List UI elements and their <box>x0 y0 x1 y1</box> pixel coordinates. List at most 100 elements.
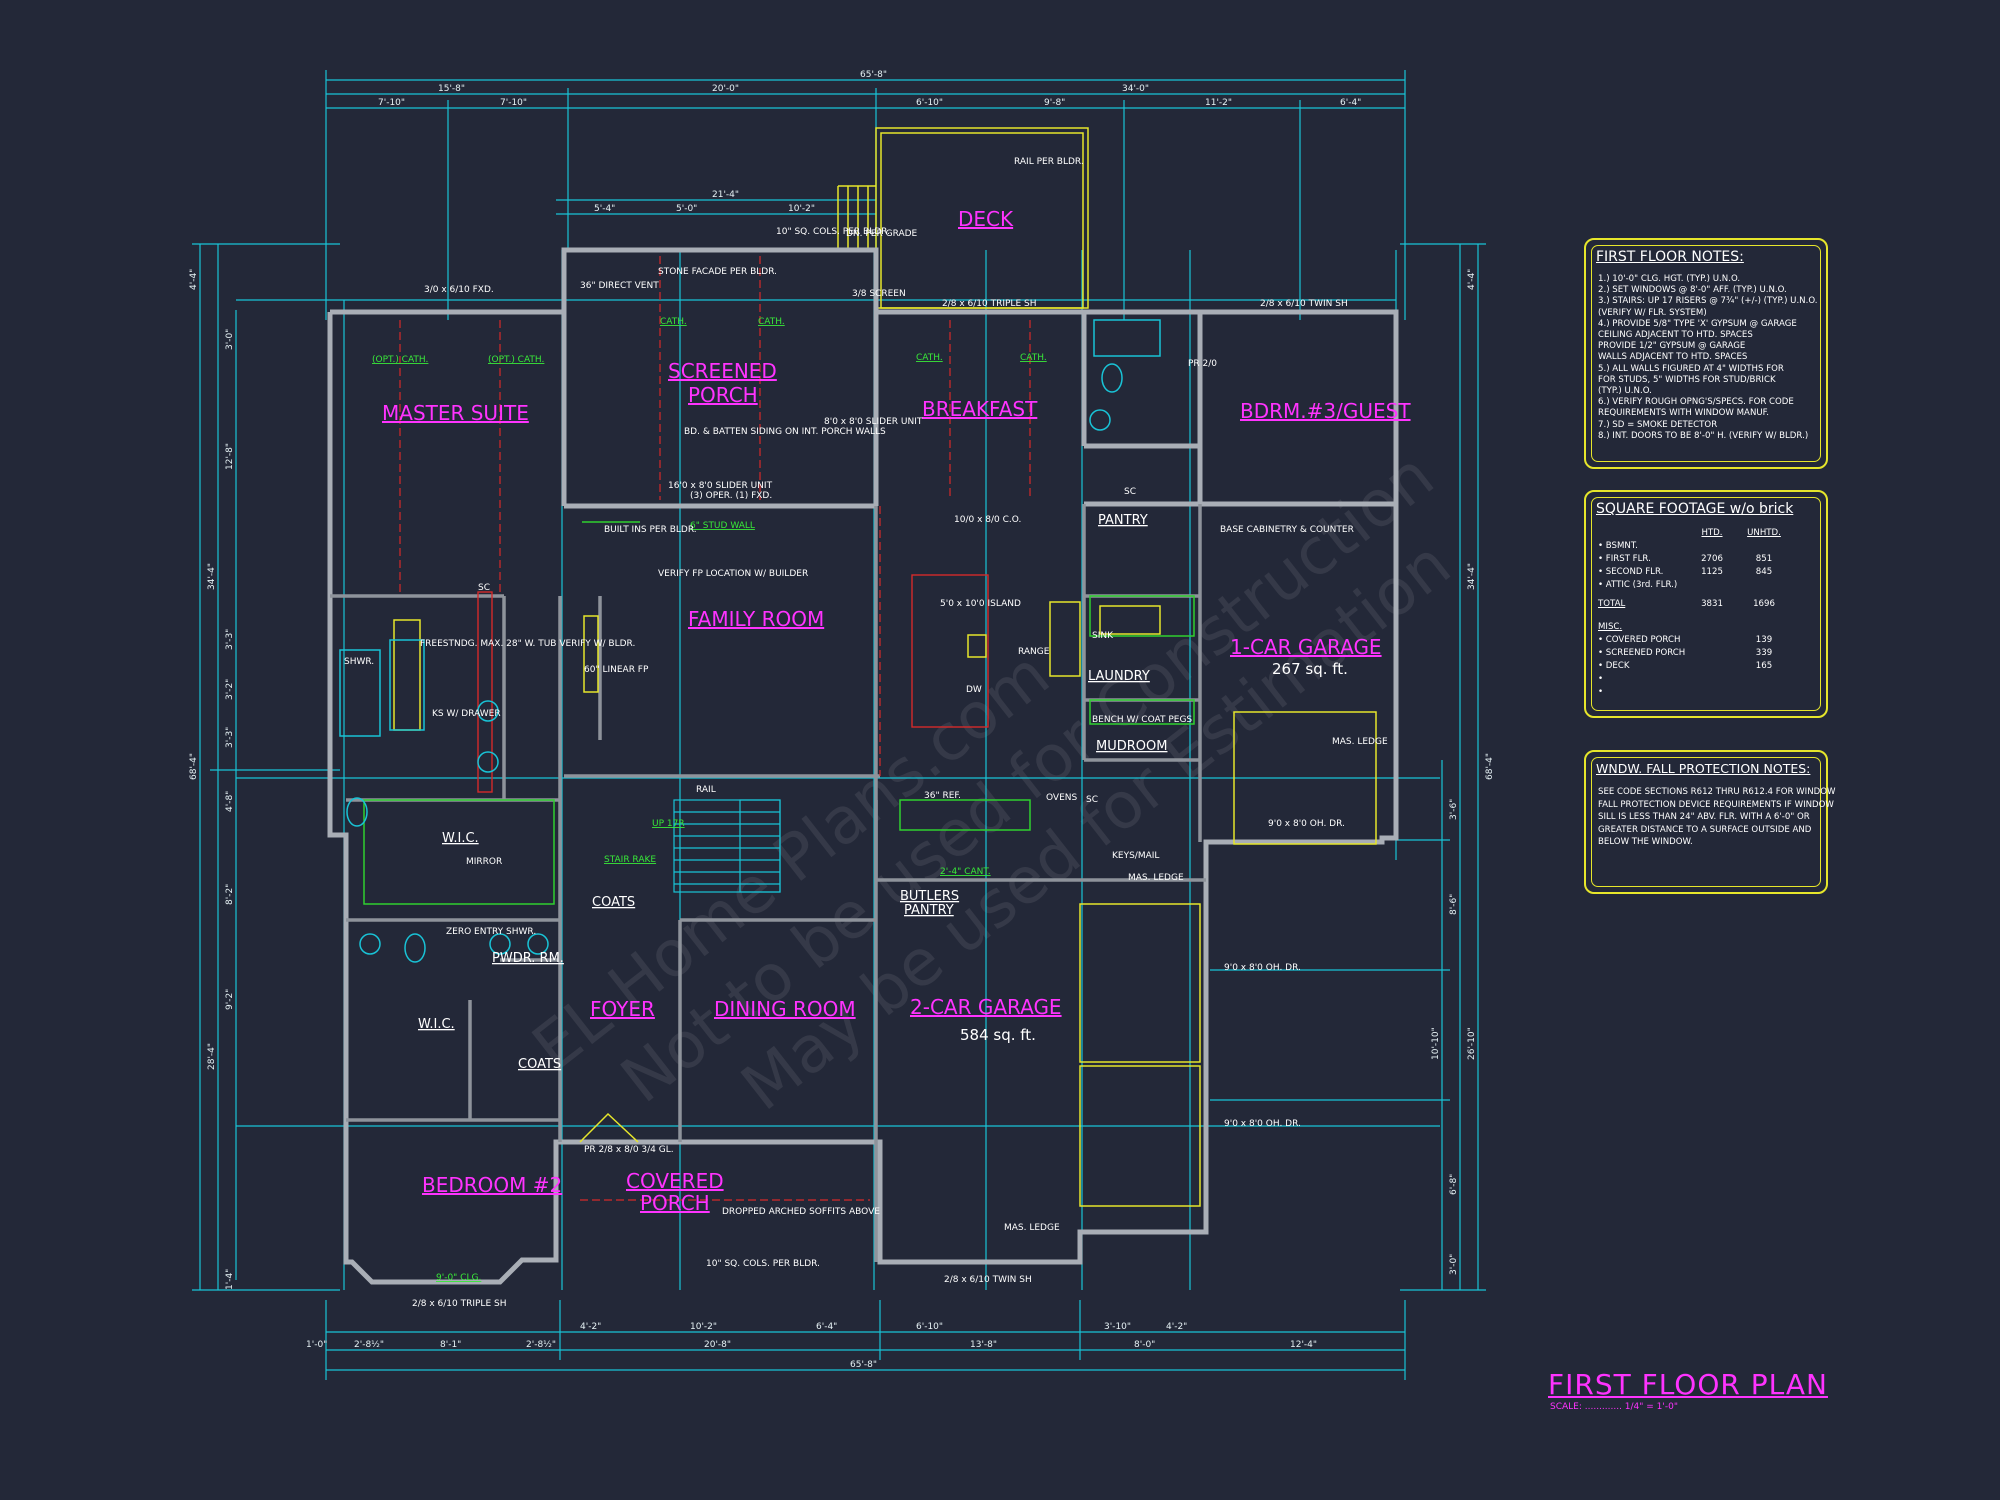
note-item: 5.) ALL WALLS FIGURED AT 4" WIDTHS FOR <box>1598 363 1784 374</box>
note-item: 2.) SET WINDOWS @ 8'-0" AFF. (TYP.) U.N.… <box>1598 285 1787 296</box>
room-bdrm3: BDRM.#3/GUEST <box>1240 399 1411 423</box>
label-window-twin: 2/8 x 6/10 TWIN SH <box>1260 299 1348 309</box>
label-linear-fp: 60" LINEAR FP <box>584 665 649 675</box>
note-item: 1.) 10'-0" CLG. HGT. (TYP.) U.N.O. <box>1598 274 1741 284</box>
sqft-cell: 139 <box>1755 634 1773 645</box>
label-batten: BD. & BATTEN SIDING ON INT. PORCH WALLS <box>684 427 886 437</box>
room-screened-porch-1: SCREENED <box>668 359 777 383</box>
label-stud-wall: 6" STUD WALL <box>690 521 755 531</box>
fall-protection-list: SEE CODE SECTIONS R612 THRU R612.4 FOR W… <box>1598 786 1836 849</box>
room-coats: COATS <box>592 895 635 910</box>
sqft-cell: • <box>1598 686 1604 697</box>
sqft-misc-row: • DECK 165 <box>1598 659 1816 672</box>
dim-top-overall: 65'-8" <box>860 70 887 80</box>
label-ref: 36" REF. <box>924 791 961 801</box>
note-item: REQUIREMENTS WITH WINDOW MANUF. <box>1598 408 1769 419</box>
label-pr: PR 2/0 <box>1188 359 1217 369</box>
exterior-walls <box>327 247 1399 1285</box>
dim-left-g: 3'-3" <box>225 727 235 748</box>
label-door-co: 10/0 x 8/0 C.O. <box>954 515 1021 525</box>
label-shwr: SHWR. <box>344 657 374 667</box>
label-mas-ledge-2: MAS. LEDGE <box>1332 737 1388 747</box>
sqft-misc-row: • <box>1598 672 1816 685</box>
room-dining: DINING ROOM <box>714 997 856 1021</box>
dim-bot-i: 13'-8" <box>970 1340 997 1350</box>
label-ks: KS W/ DRAWER <box>432 709 501 719</box>
sqft-misc-title-row: MISC. <box>1598 620 1816 633</box>
dim-top-d: 7'-10" <box>378 98 405 108</box>
room-master-suite: MASTER SUITE <box>382 401 529 425</box>
dim-left-a: 4'-4" <box>189 269 199 290</box>
label-dw: DW <box>966 685 982 695</box>
label-ohd3: 9'0 x 8'0 OH. DR. <box>1224 1119 1301 1129</box>
sqft-cell: TOTAL <box>1598 598 1626 609</box>
room-wic: W.I.C. <box>442 831 479 846</box>
first-floor-notes-panel: FIRST FLOOR NOTES: 1.) 10'-0" CLG. HGT. … <box>1584 238 1828 469</box>
label-range: RANGE <box>1018 647 1050 657</box>
dim-left-h: 4'-8" <box>225 791 235 812</box>
note-item: 4.) PROVIDE 5/8" TYPE 'X' GYPSUM @ GARAG… <box>1598 318 1797 329</box>
fall-protection-title: WNDW. FALL PROTECTION NOTES: <box>1596 761 1811 776</box>
dim-top-k: 5'-4" <box>594 204 615 214</box>
first-floor-notes-title: FIRST FLOOR NOTES: <box>1596 249 1744 265</box>
first-floor-notes-list: 1.) 10'-0" CLG. HGT. (TYP.) U.N.O. 2.) S… <box>1598 274 1818 442</box>
label-window-triple-2: 2/8 x 6/10 TRIPLE SH <box>942 299 1036 309</box>
sqft-cell: • COVERED PORCH <box>1598 634 1681 645</box>
stairs <box>673 799 781 893</box>
label-ohd2: 9'0 x 8'0 OH. DR. <box>1224 963 1301 973</box>
sqft-cell: • <box>1598 673 1604 684</box>
label-rail2: RAIL <box>696 785 716 795</box>
note-item: FOR STUDS, 5" WIDTHS FOR STUD/BRICK <box>1598 374 1776 385</box>
sqft-misc-row: • SCREENED PORCH 339 <box>1598 646 1816 659</box>
sqft-cell: • FIRST FLR. <box>1598 553 1651 564</box>
sqft-cell: • DECK <box>1598 660 1630 671</box>
fall-note-line: SEE CODE SECTIONS R612 THRU R612.4 FOR W… <box>1598 787 1836 797</box>
label-opt-cath-2: (OPT.) CATH. <box>488 355 544 365</box>
dim-right-f: 26'-10" <box>1467 1027 1477 1060</box>
label-ohd1: 9'0 x 8'0 OH. DR. <box>1268 819 1345 829</box>
room-labels: MASTER SUITE SCREENED PORCH BREAKFAST BD… <box>382 207 1411 1215</box>
note-item: 3.) STAIRS: UP 17 RISERS @ 7¾" (+/-) (TY… <box>1598 296 1818 307</box>
watermark: EL Home Plans.com Not to be used for Con… <box>520 439 1465 1125</box>
room-deck: DECK <box>958 207 1014 231</box>
dim-left-e: 3'-3" <box>225 629 235 650</box>
dim-right-g: 6'-8" <box>1449 1174 1459 1195</box>
note-item: 7.) SD = SMOKE DETECTOR <box>1598 419 1718 430</box>
room-pwdr: PWDR. RM. <box>492 951 564 966</box>
sqft-cell: 339 <box>1755 647 1773 658</box>
dim-right-a: 4'-4" <box>1467 269 1477 290</box>
room-garage2: 2-CAR GARAGE <box>910 995 1062 1019</box>
dim-bot-a: 1'-0" <box>306 1340 327 1350</box>
sqft-cell: • ATTIC (3rd. FLR.) <box>1598 579 1678 590</box>
label-window-triple: 2/8 x 6/10 TRIPLE SH <box>412 1299 506 1309</box>
sqft-cell: 165 <box>1755 660 1773 671</box>
dim-left-k: 28'-4" <box>207 1043 217 1070</box>
dim-bot-k: 4'-2" <box>1166 1322 1187 1332</box>
dim-right-overall: 68'-4" <box>1485 753 1495 780</box>
room-coats2: COATS <box>518 1057 561 1072</box>
label-clg: 9'-0" CLG. <box>436 1273 481 1283</box>
sqft-cell: • BSMNT. <box>1598 540 1638 551</box>
label-mas-ledge-3: MAS. LEDGE <box>1004 1223 1060 1233</box>
label-island: 5'0 x 10'0 ISLAND <box>940 599 1021 609</box>
dim-top-b: 20'-0" <box>712 84 739 94</box>
dim-bot-j: 3'-10" <box>1104 1322 1131 1332</box>
label-screen: 3/8 SCREEN <box>852 289 906 299</box>
dim-top-c: 34'-0" <box>1122 84 1149 94</box>
label-keys: KEYS/MAIL <box>1112 851 1159 861</box>
dim-left-i: 8'-2" <box>225 884 235 905</box>
left-dimensions: 4'-4" 3'-0" 12'-8" 34'-4" 68'-4" 3'-3" 3… <box>189 243 340 1291</box>
label-sink: SINK <box>1092 631 1114 641</box>
sqft-cell: 851 <box>1755 553 1773 564</box>
dim-top-g: 9'-8" <box>1044 98 1065 108</box>
dim-top-f: 6'-10" <box>916 98 943 108</box>
label-bench: BENCH W/ COAT PEGS <box>1092 715 1192 725</box>
label-mas-ledge: MAS. LEDGE <box>1128 873 1184 883</box>
dim-top-h: 11'-2" <box>1205 98 1232 108</box>
room-butlers-2: PANTRY <box>904 903 954 918</box>
panel-border <box>1591 497 1821 711</box>
interior-walls <box>330 504 1206 1262</box>
label-dropped: DROPPED ARCHED SOFFITS ABOVE <box>722 1207 880 1217</box>
room-pantry: PANTRY <box>1098 513 1148 528</box>
label-freestanding: FREESTNDG. MAX. 28" W. TUB VERIFY W/ BLD… <box>420 639 635 649</box>
